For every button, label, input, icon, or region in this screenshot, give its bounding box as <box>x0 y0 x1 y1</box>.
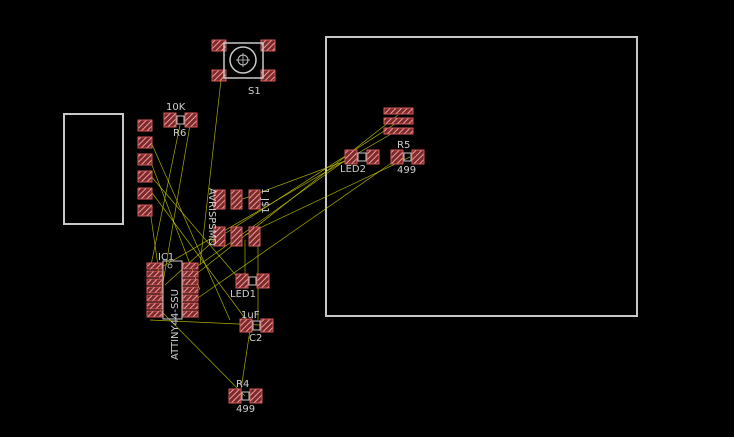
j1-package-label: AVRISPSMD <box>206 188 217 246</box>
c2-value-label: 1uF <box>241 310 260 321</box>
isp-header-j1[interactable]: 1 J$1 AVRISPSMD <box>206 188 270 247</box>
led-led2[interactable]: LED2 <box>340 149 380 175</box>
capacitor-c2[interactable]: 1uF C2 <box>239 310 274 344</box>
led2-name-label: LED2 <box>340 164 366 175</box>
ic1-pads <box>146 262 199 318</box>
j1-pin1-label: 1 <box>259 188 270 194</box>
switch-s1[interactable]: S1 <box>211 39 276 97</box>
r4-name-label: R4 <box>236 379 249 390</box>
board-outline-large <box>325 36 638 317</box>
r5-name-label: R5 <box>397 140 410 151</box>
r6-value-label: 10K <box>166 102 186 113</box>
header-pads-right[interactable] <box>383 107 414 135</box>
r6-name-label: R6 <box>173 128 186 139</box>
j1-name-label: J$1 <box>259 197 270 214</box>
board-outline-small <box>63 113 124 225</box>
r4-value-label: 499 <box>236 404 255 415</box>
r5-value-label: 499 <box>397 165 416 176</box>
ic-ic1[interactable]: IC1 ATTINY44-SSU <box>146 252 199 360</box>
led-led1[interactable]: LED1 <box>230 273 270 300</box>
s1-name-label: S1 <box>248 86 261 97</box>
resistor-r5[interactable]: R5 499 <box>390 140 425 176</box>
led1-name-label: LED1 <box>230 289 256 300</box>
resistor-r6[interactable]: 10K R6 <box>163 102 198 139</box>
resistor-r4[interactable]: R4 499 <box>228 379 263 415</box>
airwires <box>149 79 411 397</box>
c2-name-label: C2 <box>249 333 262 344</box>
connector-pads-left[interactable] <box>137 119 153 217</box>
ic1-value-label: ATTINY44-SSU <box>170 289 181 360</box>
ic1-name-label: IC1 <box>158 252 174 263</box>
